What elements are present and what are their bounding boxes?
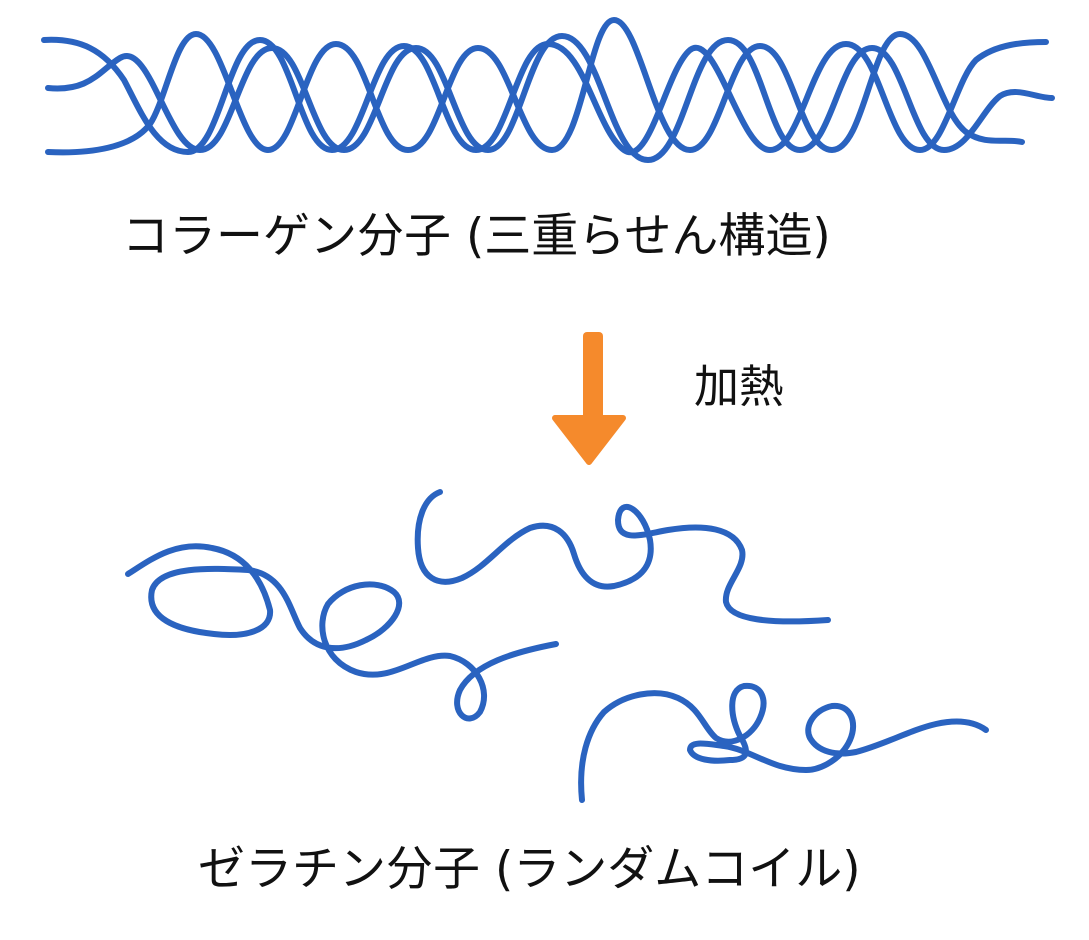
arrow-head (552, 415, 626, 465)
collagen-triple-helix (41, 17, 1055, 163)
heating-arrow-icon (552, 332, 626, 465)
gelatin-coil-1 (125, 543, 559, 722)
gelatin-random-coils (125, 489, 989, 803)
gelatin-caption: ゼラチン分子 (ランダムコイル) (198, 842, 861, 897)
heating-label: 加熱 (694, 360, 785, 413)
gelatin-coil-3 (578, 682, 809, 803)
gelatin-coil-2 (414, 489, 831, 625)
collagen-strand-3 (45, 17, 1025, 156)
gelatin-coil-4 (803, 702, 989, 773)
collagen-strand-2 (41, 36, 1049, 156)
collagen-caption: コラーゲン分子 (三重らせん構造) (122, 209, 831, 264)
arrow-shaft (583, 332, 603, 426)
